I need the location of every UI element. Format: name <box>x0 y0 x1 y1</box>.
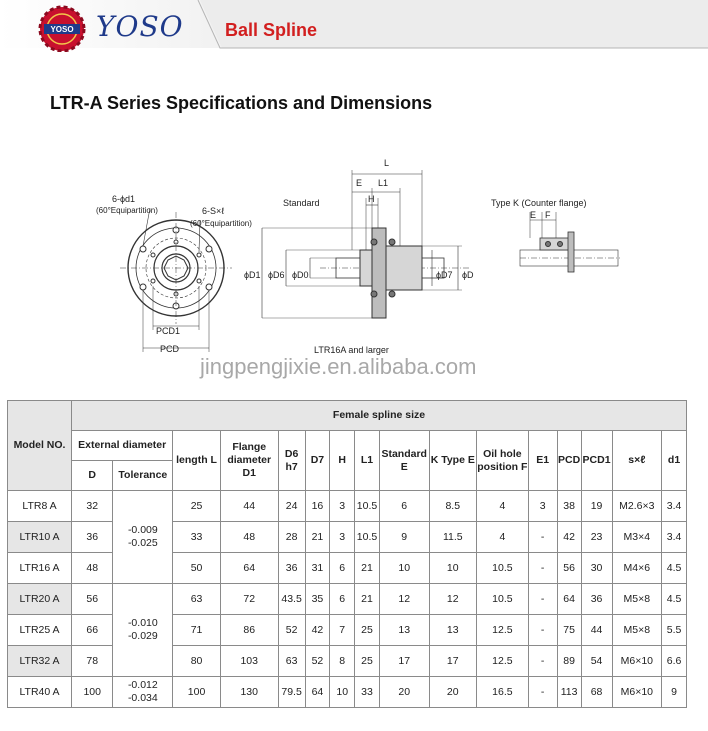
dim-h-label: H <box>368 194 375 204</box>
d7-header: D7 <box>304 430 331 491</box>
product-title: Ball Spline <box>225 20 318 40</box>
type-k-view <box>519 212 620 273</box>
equipartition-right: (60°Equipartition) <box>190 219 252 228</box>
equipartition-left: (60°Equipartition) <box>96 206 158 215</box>
table-row: LTR8 A 32 -0.009-0.025 25 44 24 16 3 10.… <box>6 490 687 584</box>
pcd1-header: PCD1 <box>580 430 613 491</box>
standard-label: Standard <box>283 198 320 208</box>
dim-d7-label: ϕD7 <box>436 270 453 280</box>
table-row: LTR20 A 56 -0.010-0.029 63 72 43.5 35 6 … <box>6 583 687 677</box>
ext-diameter-header: External diameter <box>71 430 174 461</box>
ktype-header: K Type E <box>428 430 478 491</box>
h-header: H <box>329 430 356 491</box>
brand-name: YOSO <box>96 10 184 43</box>
l1-header: L1 <box>354 430 380 491</box>
sxl-header: s×ℓ <box>611 430 663 491</box>
pcd-label: PCD <box>160 344 180 354</box>
d1-header: d1 <box>661 430 687 491</box>
pcd1-label: PCD1 <box>156 326 180 336</box>
dim-d6-label: ϕD6 <box>268 270 285 280</box>
tolerance-header: Tolerance <box>112 460 174 491</box>
standard-header: Standard E <box>378 430 430 491</box>
page-title: LTR-A Series Specifications and Dimensio… <box>50 93 433 113</box>
tolerance-cell: -0.009-0.025 <box>112 490 174 584</box>
dim-k-f-label: F <box>545 210 551 220</box>
table-row: LTR25 A 66 71 86 52 42 7 25 13 13 12.5 -… <box>6 614 687 646</box>
group-header: Female spline size <box>71 400 687 431</box>
watermark: jingpengjixie.en.alibaba.com <box>200 354 477 379</box>
page-header: YOSO YOSO Ball Spline <box>0 0 708 52</box>
dim-d-label: ϕD <box>462 270 474 280</box>
standard-side-view <box>261 170 470 319</box>
tolerance-cell: -0.012-0.034 <box>112 676 174 708</box>
drawing-note: LTR16A and larger <box>314 345 389 355</box>
e1-header: E1 <box>527 430 558 491</box>
dim-d1-label: ϕD1 <box>244 270 261 280</box>
oil-hole-header: Oil hole position F <box>476 430 529 491</box>
tolerance-cell: -0.010-0.029 <box>112 583 174 677</box>
dim-k-e-label: E <box>530 210 536 220</box>
tapped-holes-label: 6-S×ℓ <box>202 206 225 216</box>
flange-header: Flange diameter D1 <box>219 430 279 491</box>
flange-end-view <box>120 207 232 352</box>
table-row: LTR40 A 100 -0.012-0.034 100 130 79.5 64… <box>6 676 687 708</box>
technical-drawing: 6-ϕd1 (60°Equipartition) 6-S×ℓ (60°Equip… <box>96 158 620 355</box>
table-row: LTR10 A 36 33 48 28 21 3 10.5 9 11.5 4 -… <box>6 521 687 553</box>
d6-header: D6 h7 <box>277 430 306 491</box>
model-header: Model NO. <box>6 400 73 491</box>
type-k-label: Type K (Counter flange) <box>491 198 587 208</box>
pcd-header: PCD <box>556 430 582 491</box>
table-row: LTR32 A 78 80 103 63 52 8 25 17 17 12.5 … <box>6 645 687 677</box>
spec-table: Model NO. Female spline size External di… <box>6 400 687 708</box>
d-header: D <box>71 460 114 491</box>
dim-l-label: L <box>384 158 389 168</box>
dim-l1-label: L1 <box>378 178 388 188</box>
dim-d0-label: ϕD0 <box>292 270 309 280</box>
dim-e-label: E <box>356 178 362 188</box>
length-header: length L <box>172 430 221 491</box>
logo-badge-text: YOSO <box>50 25 73 34</box>
header-banner <box>0 0 708 52</box>
table-row: LTR16 A 48 50 64 36 31 6 21 10 10 10.5 -… <box>6 552 687 584</box>
flange-holes-label: 6-ϕd1 <box>112 194 135 204</box>
yoso-logo-icon <box>38 5 86 52</box>
